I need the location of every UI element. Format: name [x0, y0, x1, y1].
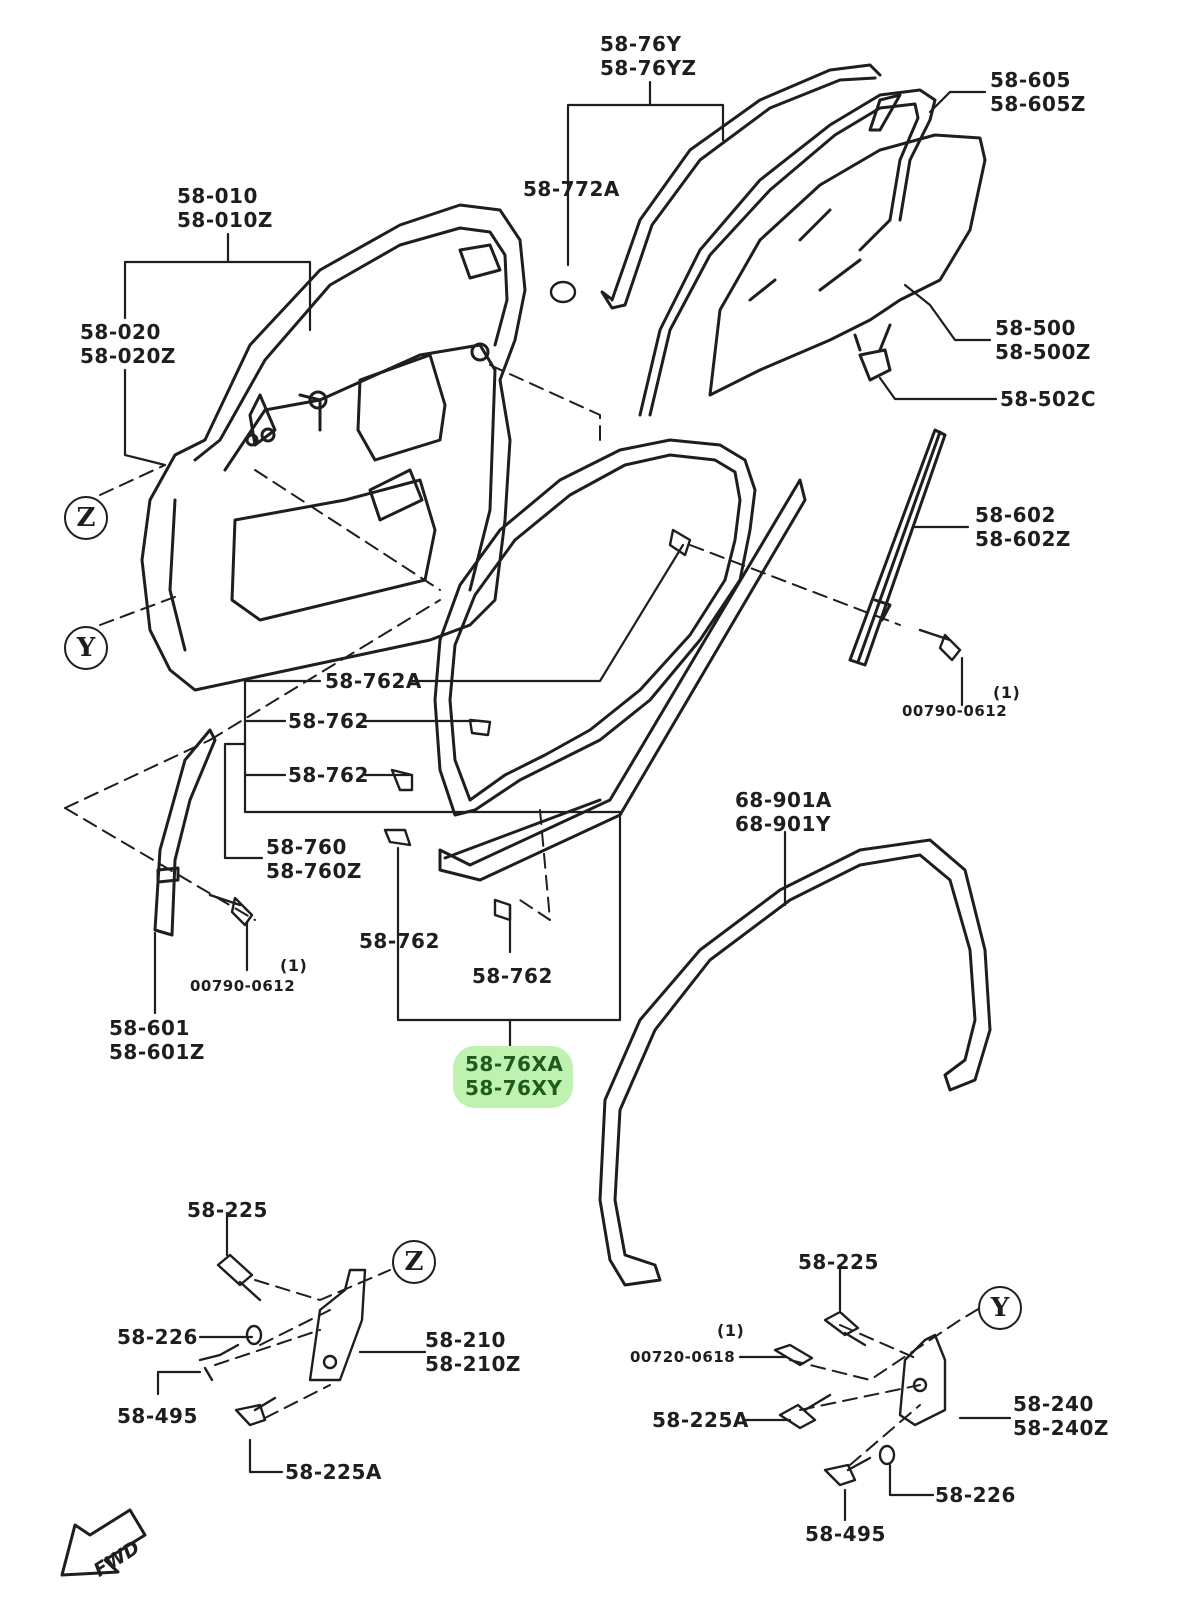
front-channel-part: [153, 728, 217, 937]
leader-lines: [123, 80, 1012, 1522]
label-qty-00720: (1): [717, 1321, 745, 1340]
door-weatherstrip-part: [433, 438, 757, 817]
label-58-010: 58-010 58-010Z: [177, 184, 273, 232]
label-58-240: 58-240 58-240Z: [1013, 1392, 1109, 1440]
label-58-772a: 58-772A: [523, 177, 620, 201]
door-glass-part: [708, 133, 987, 397]
label-58-502c: 58-502C: [1000, 387, 1097, 411]
label-58-225a-left: 58-225A: [285, 1460, 382, 1484]
label-00790-0612-right: 00790-0612: [902, 702, 1008, 720]
label-58-210: 58-210 58-210Z: [425, 1328, 521, 1376]
label-58-500: 58-500 58-500Z: [995, 316, 1091, 364]
label-58-762-lower-left: 58-762: [359, 929, 440, 953]
label-58-762a: 58-762A: [325, 669, 422, 693]
label-qty-left: (1): [280, 956, 308, 975]
label-58-762-upper: 58-762: [288, 709, 369, 733]
label-58-225a-right: 58-225A: [652, 1408, 749, 1432]
fwd-arrow-icon: [60, 1508, 147, 1577]
clips-and-fasteners: [198, 280, 962, 1487]
label-58-226-left: 58-226: [117, 1325, 198, 1349]
label-58-495-right: 58-495: [805, 1522, 886, 1546]
label-00790-0612-left: 00790-0612: [190, 977, 296, 995]
label-58-601: 58-601 58-601Z: [109, 1016, 205, 1064]
opening-trim-part: [598, 838, 992, 1287]
label-58-226-right: 58-226: [935, 1483, 1016, 1507]
callout-y-upper: Y: [64, 626, 108, 670]
label-58-76y: 58-76Y 58-76YZ: [600, 32, 697, 80]
label-58-760: 58-760 58-760Z: [266, 835, 362, 883]
label-58-225-right: 58-225: [798, 1250, 879, 1274]
label-58-495-left: 58-495: [117, 1404, 198, 1428]
door-shell-part: [140, 203, 527, 692]
glass-run-channel-part: [600, 63, 937, 417]
label-00720-0618: 00720-0618: [630, 1348, 736, 1366]
belt-moulding-part: [438, 478, 807, 882]
label-58-225-left: 58-225: [187, 1198, 268, 1222]
label-58-762-lower-right: 58-762: [472, 964, 553, 988]
rear-channel-part: [848, 428, 947, 667]
label-58-020: 58-020 58-020Z: [80, 320, 176, 368]
label-68-901a: 68-901A 68-901Y: [735, 788, 832, 836]
callout-z-lower: Z: [392, 1240, 436, 1284]
label-58-76xa-highlighted: 58-76XA 58-76XY: [453, 1046, 574, 1108]
label-58-602: 58-602 58-602Z: [975, 503, 1071, 551]
dashed-guides: [64, 364, 986, 1466]
callout-y-lower: Y: [978, 1286, 1022, 1330]
label-58-762-middle: 58-762: [288, 763, 369, 787]
callout-z-upper: Z: [64, 496, 108, 540]
label-58-605: 58-605 58-605Z: [990, 68, 1086, 116]
label-qty-right: (1): [993, 683, 1021, 702]
